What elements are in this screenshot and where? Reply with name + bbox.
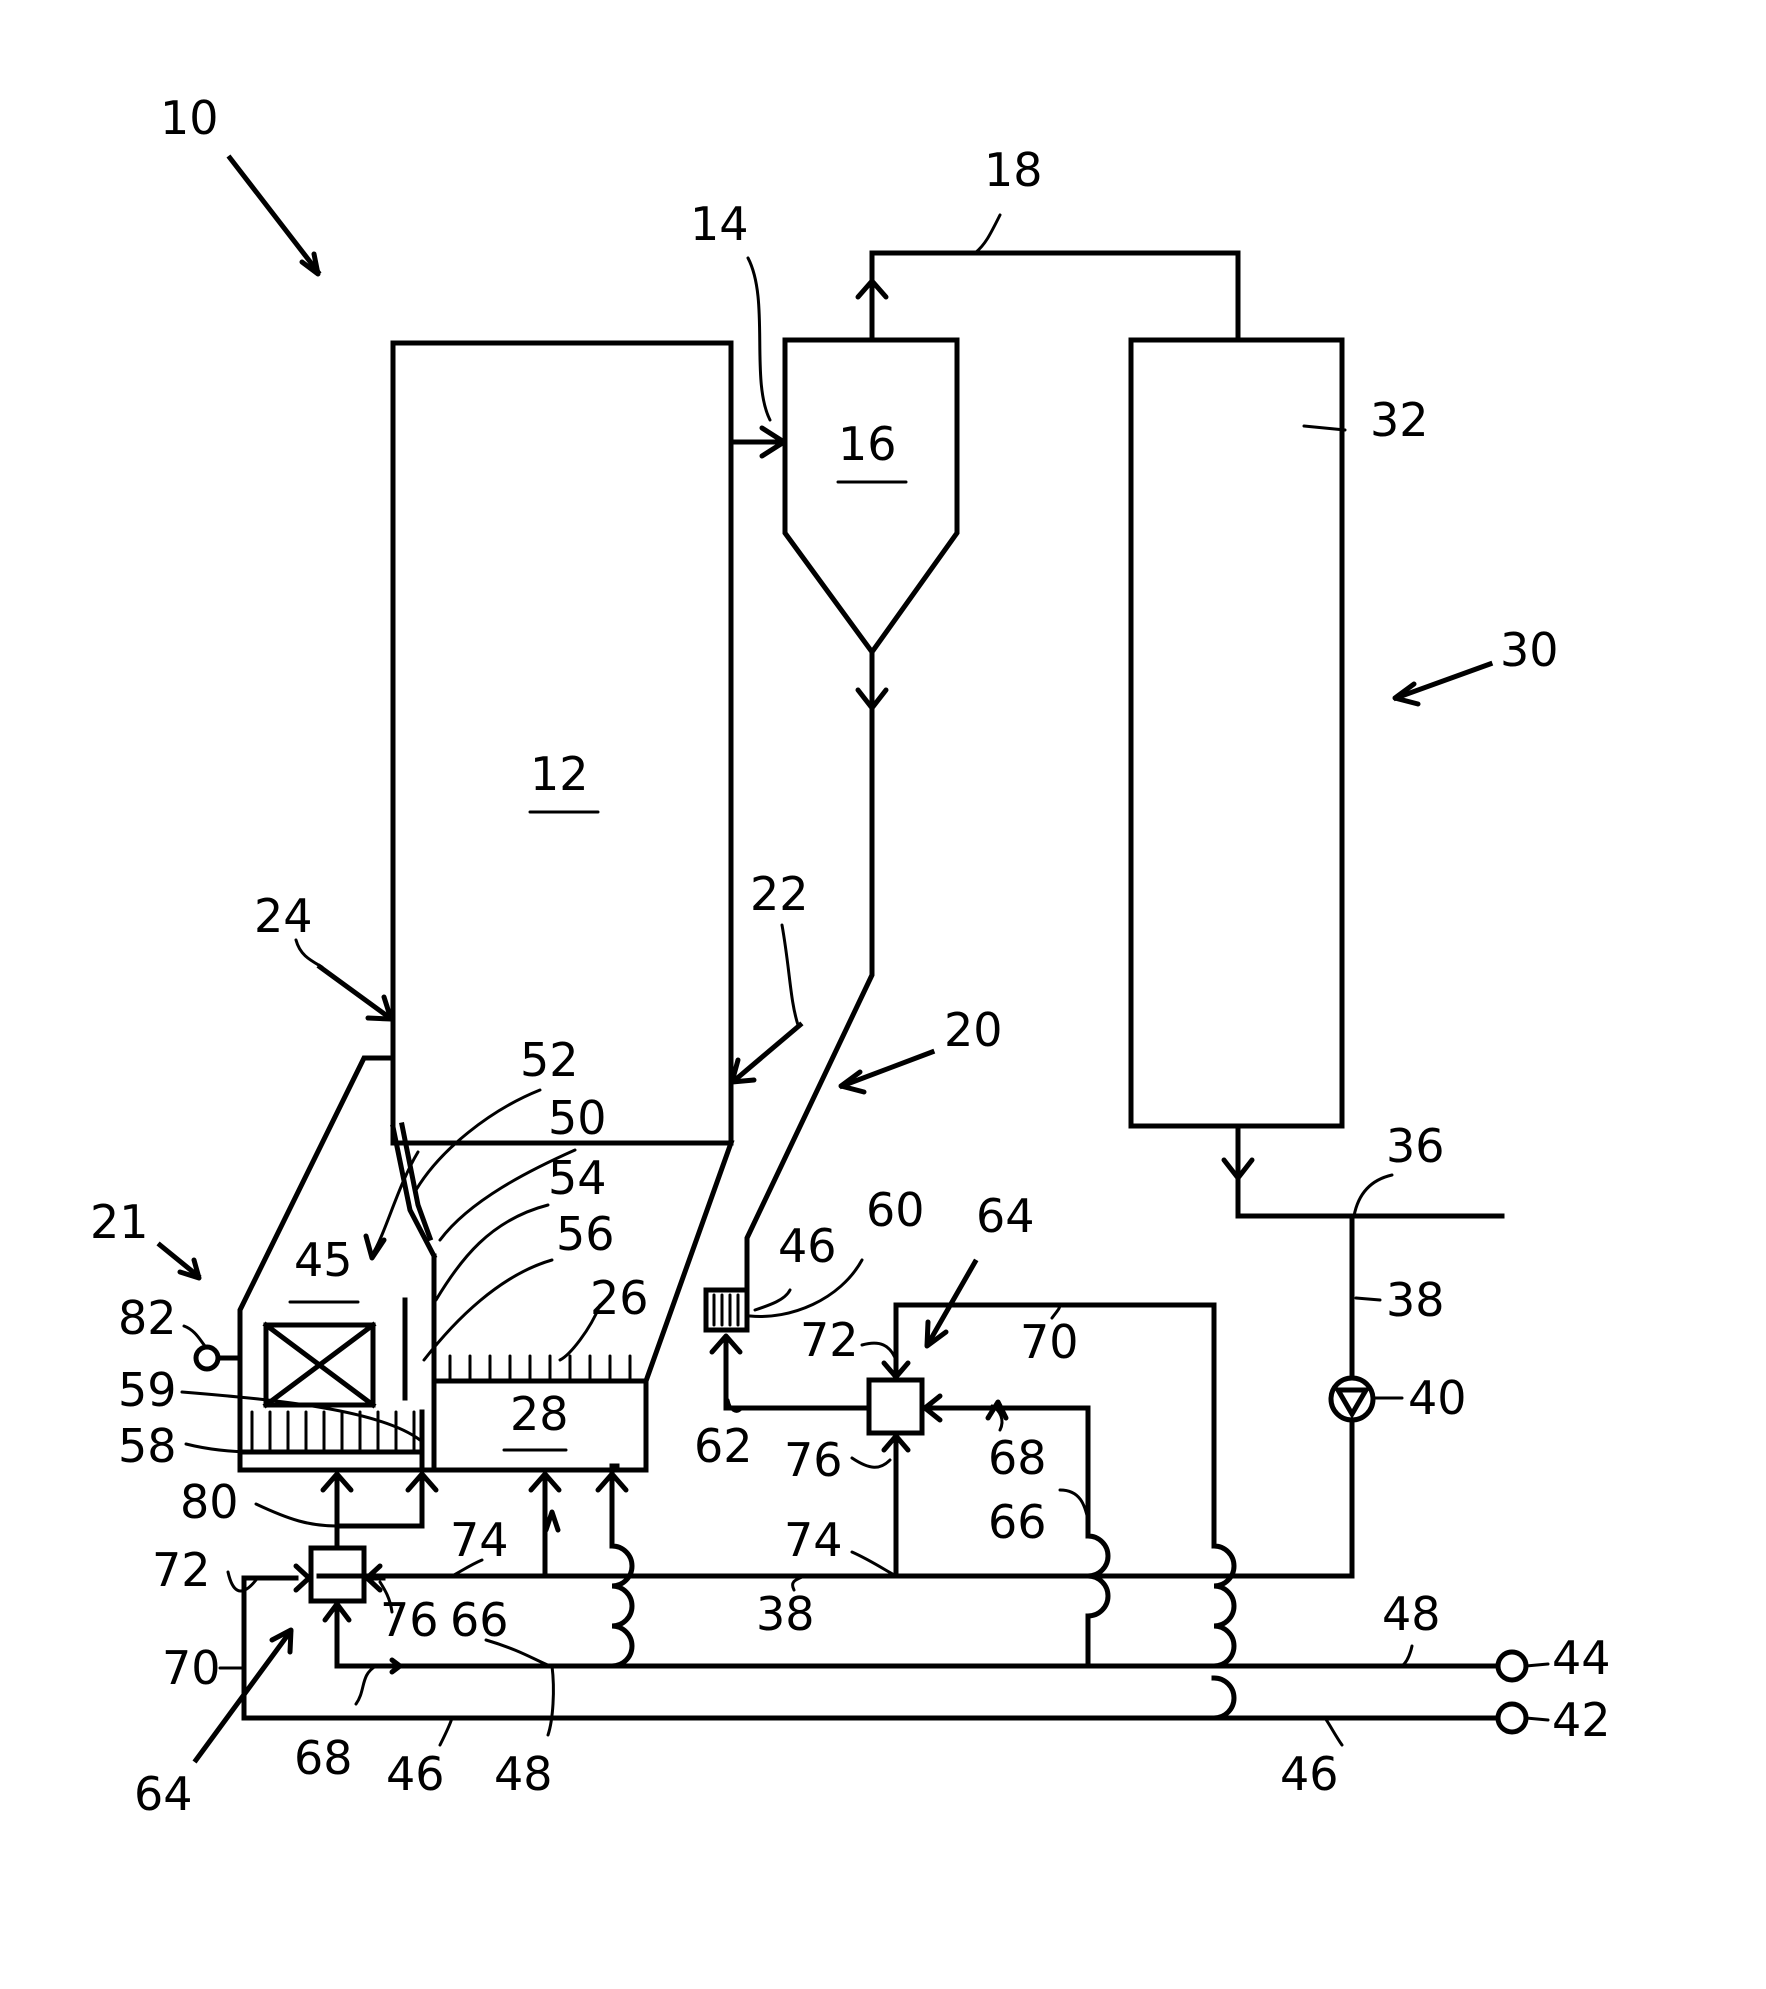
label-66-left: 66 [450, 1593, 509, 1647]
label-74-left: 74 [450, 1513, 509, 1567]
label-40: 40 [1408, 1371, 1467, 1425]
label-66-right: 66 [988, 1495, 1047, 1549]
label-48-right: 48 [1382, 1587, 1441, 1641]
label-80: 80 [180, 1475, 239, 1529]
supply-line-48 [337, 1305, 1526, 1680]
label-32: 32 [1370, 393, 1429, 447]
label-62: 62 [694, 1419, 753, 1473]
gas-line-14 [731, 428, 784, 456]
air-inlets-loopseal [323, 1474, 436, 1548]
label-14: 14 [690, 197, 749, 251]
label-20: 20 [944, 1003, 1003, 1057]
label-76-right: 76 [784, 1433, 843, 1487]
label-28: 28 [510, 1387, 569, 1441]
label-30: 30 [1500, 623, 1559, 677]
label-46-left: 46 [386, 1747, 445, 1801]
label-59: 59 [118, 1363, 177, 1417]
label-72-left: 72 [152, 1543, 211, 1597]
label-44: 44 [1552, 1631, 1611, 1685]
label-68-right: 68 [988, 1431, 1047, 1485]
reference-labels: 10 12 14 16 18 20 21 22 24 26 28 30 32 3… [90, 91, 1611, 1821]
label-45: 45 [294, 1233, 353, 1287]
label-68-left: 68 [294, 1731, 353, 1785]
separator-16 [785, 340, 957, 652]
label-46-right: 46 [1280, 1747, 1339, 1801]
label-21: 21 [90, 1195, 149, 1249]
label-12: 12 [530, 747, 589, 801]
label-46-upper: 46 [778, 1219, 837, 1273]
bed-grid-26 [450, 1356, 630, 1381]
label-64-left: 64 [134, 1767, 193, 1821]
label-50: 50 [548, 1091, 607, 1145]
inlet-arrow-22 [732, 1025, 800, 1082]
gas-line-18 [858, 253, 1238, 340]
pump-40 [1331, 1378, 1373, 1420]
label-38-right: 38 [1386, 1273, 1445, 1327]
label-60: 60 [866, 1183, 925, 1237]
label-36: 36 [1386, 1119, 1445, 1173]
label-38-mid: 38 [756, 1587, 815, 1641]
label-70-left: 70 [162, 1641, 221, 1695]
label-82: 82 [118, 1291, 177, 1345]
label-58: 58 [118, 1419, 177, 1473]
furnace-12 [393, 343, 731, 1143]
label-48-left: 48 [494, 1747, 553, 1801]
label-42: 42 [1552, 1693, 1611, 1747]
label-54: 54 [548, 1151, 607, 1205]
label-56: 56 [556, 1207, 615, 1261]
label-76-left: 76 [380, 1593, 439, 1647]
heat-exchanger-32 [1131, 340, 1342, 1126]
label-16: 16 [838, 417, 897, 471]
label-26: 26 [590, 1271, 649, 1325]
label-70-right: 70 [1020, 1315, 1079, 1369]
label-10: 10 [160, 91, 219, 145]
label-24: 24 [254, 889, 313, 943]
condensate-line-36 [1224, 1126, 1502, 1216]
label-18: 18 [984, 143, 1043, 197]
label-64-right: 64 [976, 1189, 1035, 1243]
control-unit-64-left [296, 1548, 383, 1620]
heat-exchanger-box [266, 1325, 373, 1405]
label-74-right: 74 [784, 1513, 843, 1567]
label-52: 52 [520, 1033, 579, 1087]
label-22: 22 [750, 867, 809, 921]
valve-60 [706, 1290, 747, 1330]
connector-82 [196, 1347, 240, 1369]
label-72-right: 72 [800, 1313, 859, 1367]
inlet-arrow-24 [320, 967, 391, 1019]
